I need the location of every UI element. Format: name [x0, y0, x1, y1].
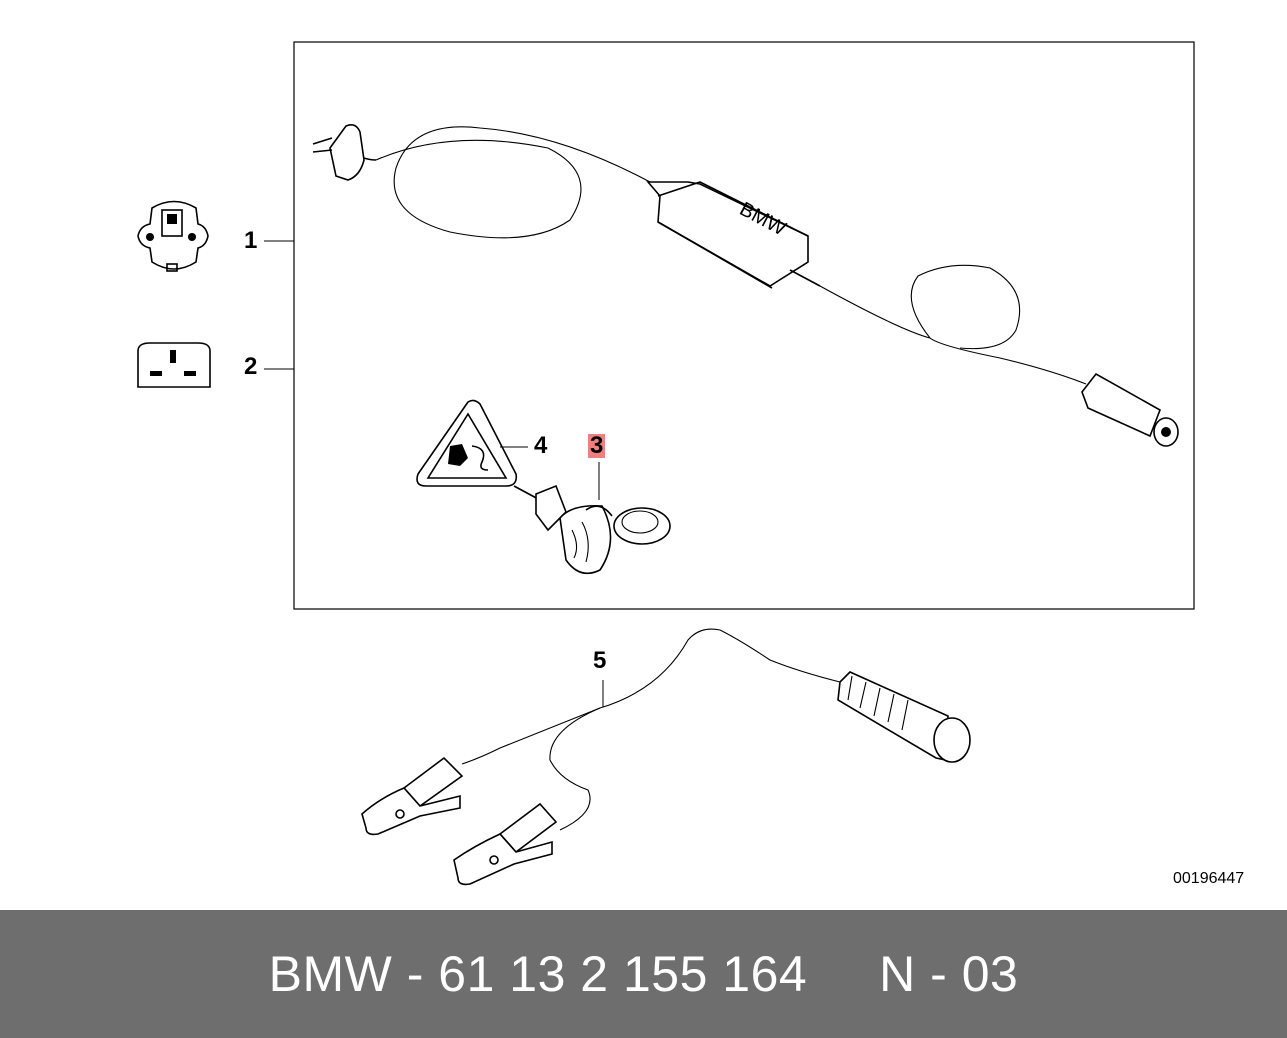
- assembly-frame: [293, 41, 1195, 610]
- parts-diagram: BMW: [137, 41, 1195, 886]
- callout-2: 2: [244, 353, 258, 380]
- battery-charger-assembly: BMW: [312, 124, 1179, 447]
- image-code: 00196447: [1173, 870, 1245, 887]
- power-socket-part: [535, 484, 671, 575]
- euro-plug-face-icon: [137, 200, 209, 272]
- callout-3: 3: [588, 432, 606, 459]
- callout-5: 5: [593, 647, 607, 674]
- uk-plug-face-icon: [137, 342, 211, 388]
- callout-1: 1: [244, 227, 258, 254]
- electrical-warning-triangle-icon: [416, 399, 541, 501]
- footer-bar: BMW - 61 13 2 155 164 N - 03: [0, 910, 1287, 1038]
- part-number-label: BMW - 61 13 2 155 164 N - 03: [268, 946, 1019, 1002]
- clip-cable-assembly: [361, 628, 971, 886]
- callout-4: 4: [534, 432, 548, 459]
